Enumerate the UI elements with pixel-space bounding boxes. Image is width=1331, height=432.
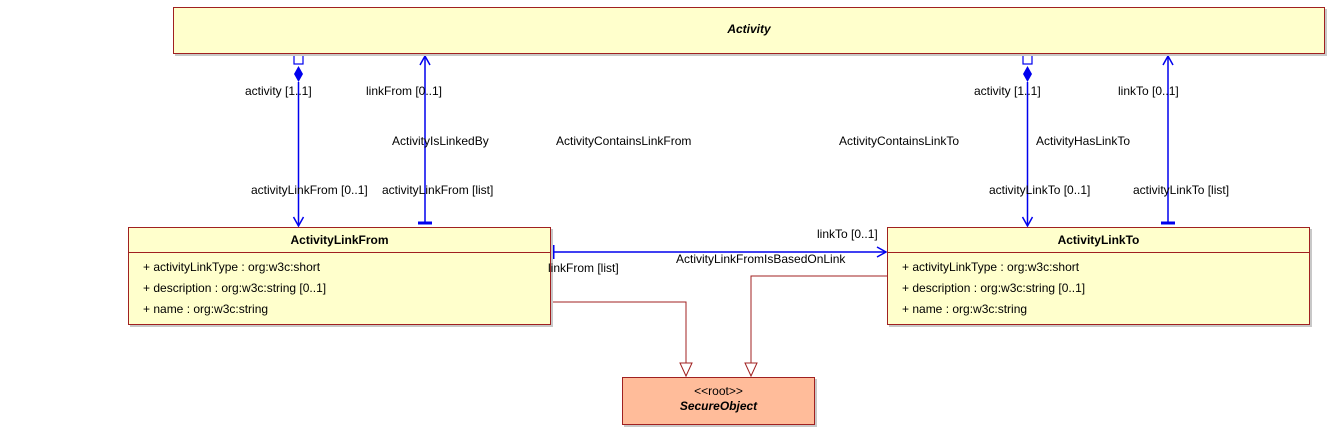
class-name: SecureObject xyxy=(679,399,758,413)
role-label: activityLinkTo [list] xyxy=(1133,183,1230,197)
port-square-icon xyxy=(1022,54,1033,65)
role-label: linkFrom [0..1] xyxy=(366,84,443,98)
attribute: + activityLinkType : org:w3c:short xyxy=(143,260,321,274)
association-contains-link-to[interactable] xyxy=(1021,54,1034,228)
attribute: + description : org:w3c:string [0..1] xyxy=(143,281,327,295)
association-name-label: ActivityIsLinkedBy xyxy=(392,134,489,148)
association-contains-link-from[interactable] xyxy=(292,54,305,228)
attribute: + name : org:w3c:string xyxy=(902,302,1028,316)
class-name: Activity xyxy=(727,22,771,36)
role-label: linkTo [0..1] xyxy=(1118,84,1179,98)
association-name-label: ActivityContainsLinkTo xyxy=(839,134,960,148)
role-label: activity [1..1] xyxy=(245,84,312,98)
association-has-link-to[interactable] xyxy=(1161,54,1175,225)
port-square-icon xyxy=(293,54,304,65)
class-activity-link-from[interactable]: ActivityLinkFrom + activityLinkType : or… xyxy=(128,227,551,325)
class-activity[interactable]: Activity xyxy=(173,7,1325,54)
association-is-linked-by[interactable] xyxy=(418,54,432,225)
role-label: activityLinkFrom [0..1] xyxy=(251,183,368,197)
inheritance-triangle-icon xyxy=(679,362,693,378)
composition-diamond-icon xyxy=(294,66,303,82)
generalization-to-to-secure-object[interactable] xyxy=(744,275,887,378)
composition-diamond-icon xyxy=(1023,66,1032,82)
attribute: + description : org:w3c:string [0..1] xyxy=(902,281,1086,295)
role-label: activityLinkFrom [list] xyxy=(382,183,494,197)
association-name-label: ActivityLinkFromIsBasedOnLink xyxy=(676,252,846,266)
attribute-list: + activityLinkType : org:w3c:short + des… xyxy=(129,253,550,320)
class-name: ActivityLinkFrom xyxy=(129,228,550,253)
association-from-is-based-on-link[interactable] xyxy=(551,245,888,259)
stereotype-label: <<root>> xyxy=(694,384,743,398)
inheritance-triangle-icon xyxy=(744,362,758,378)
generalization-from-to-secure-object[interactable] xyxy=(551,301,693,378)
association-name-label: ActivityContainsLinkFrom xyxy=(556,134,692,148)
class-activity-link-to[interactable]: ActivityLinkTo + activityLinkType : org:… xyxy=(887,227,1310,325)
class-secure-object[interactable]: <<root>> SecureObject xyxy=(622,377,815,425)
association-name-label: ActivityHasLinkTo xyxy=(1036,134,1131,148)
role-label: activity [1..1] xyxy=(974,84,1041,98)
role-label: linkTo [0..1] xyxy=(817,227,878,241)
role-label: linkFrom [list] xyxy=(548,261,619,275)
attribute: + name : org:w3c:string xyxy=(143,302,269,316)
role-label: activityLinkTo [0..1] xyxy=(989,183,1091,197)
attribute: + activityLinkType : org:w3c:short xyxy=(902,260,1080,274)
class-name: ActivityLinkTo xyxy=(888,228,1309,253)
attribute-list: + activityLinkType : org:w3c:short + des… xyxy=(888,253,1309,320)
